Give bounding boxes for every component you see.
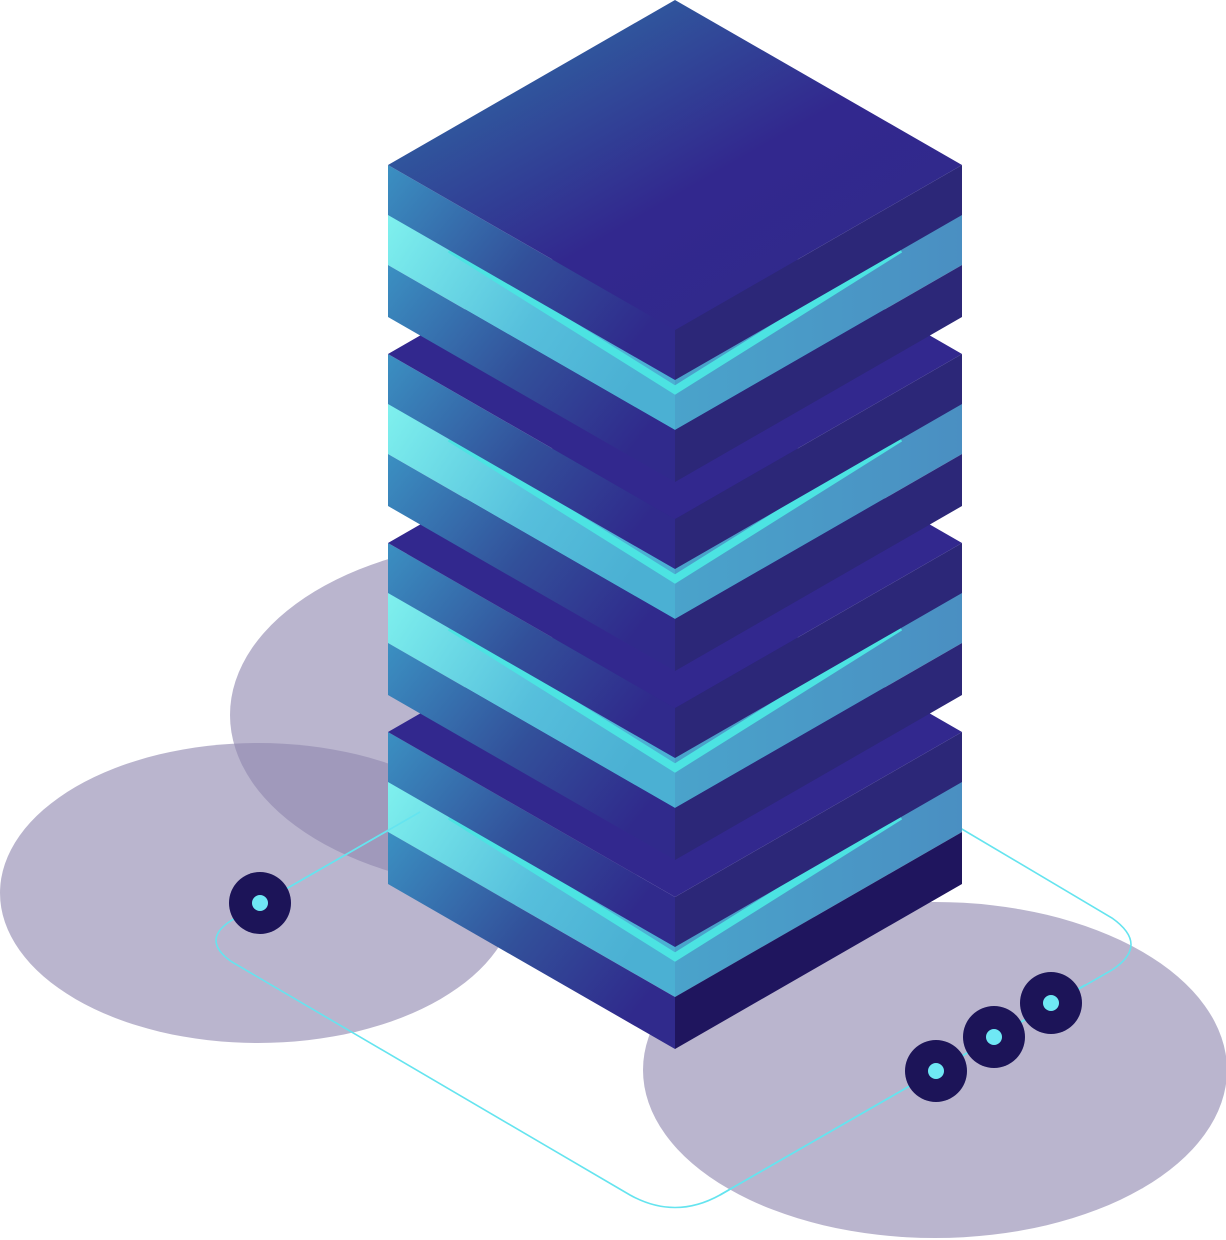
- tier-4-glass-left: [388, 780, 675, 997]
- server-stack: [388, 0, 962, 1049]
- tier-3-glass-right: [675, 591, 962, 808]
- tier-3-plate-right: [675, 543, 962, 758]
- tier-2-glass-edge: [447, 434, 903, 584]
- nodes: [229, 872, 1082, 1102]
- node-wire-right: [719, 984, 1086, 1196]
- tier-3-glass-left: [388, 591, 675, 808]
- tier-1-plate-right: [675, 165, 962, 380]
- tier-3-lower-left: [388, 643, 675, 860]
- tier-4-glass-edge: [447, 812, 903, 962]
- tier-2-lower-right: [675, 454, 962, 671]
- tier-2-glass-right: [675, 402, 962, 619]
- tier-2-glass-left: [388, 402, 675, 619]
- connector-line: [215, 811, 1132, 1209]
- tier-1-plate-left: [388, 165, 675, 380]
- tier-1-lower-right: [675, 265, 962, 482]
- tier-2-plate-left: [388, 354, 675, 569]
- tier-1-glass-edge: [447, 245, 903, 395]
- tier-1-lower-left: [388, 265, 675, 482]
- node-right-1-icon: [905, 1040, 967, 1102]
- tier-4-plate-right: [675, 732, 962, 947]
- tier-3-lower-right: [675, 643, 962, 860]
- node-right-2-icon: [963, 1006, 1025, 1068]
- tier-4-lower-right: [675, 832, 962, 1049]
- tier-1-top-face: [388, 0, 962, 330]
- tier-2-plate-right: [675, 354, 962, 569]
- tier-1-glass-right: [675, 213, 962, 430]
- tier-4-lower-left: [388, 832, 675, 1049]
- tier-3-plate-left: [388, 543, 675, 758]
- tier-4-glass-right: [675, 780, 962, 997]
- tier-2-lower-left: [388, 454, 675, 671]
- tier-1-glass-left: [388, 213, 675, 430]
- tier-4-plate-left: [388, 732, 675, 947]
- node-left-icon: [229, 872, 291, 934]
- node-right-3-icon: [1020, 972, 1082, 1034]
- tier-3-glass-edge: [447, 623, 903, 773]
